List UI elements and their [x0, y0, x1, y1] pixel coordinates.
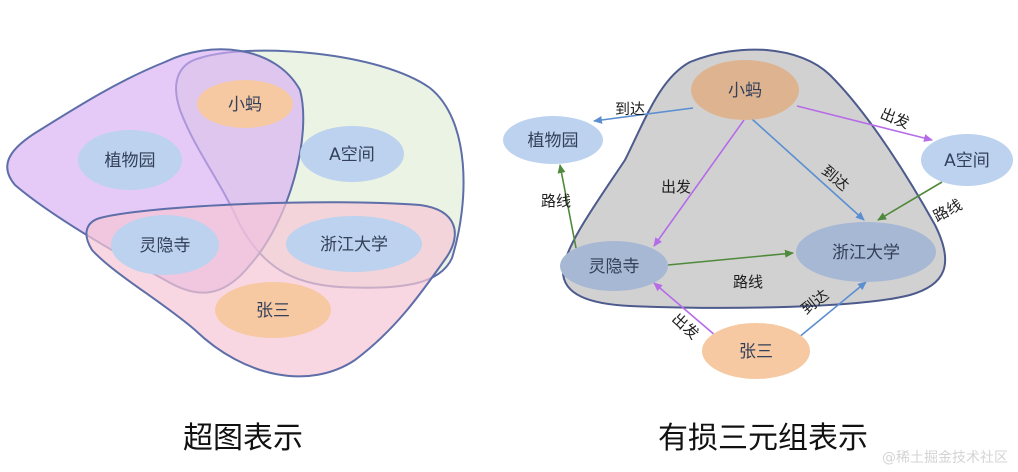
edge-xiaoma-lingyinsi [653, 119, 745, 247]
edge-label-zhangsan-lingyinsi: 出发 [668, 310, 702, 343]
edge-xiaoma-zhejiang [751, 118, 865, 221]
watermark: @稀土掘金技术社区 [882, 450, 1008, 466]
edge-label-lingyinsi-zhejiang: 路线 [733, 273, 763, 291]
tr-node-zhejiang-daxue: 浙江大学 [796, 222, 936, 282]
svg-text:植物园: 植物园 [105, 151, 156, 171]
edge-akongjian-zhejiang [877, 181, 943, 221]
tr-node-a-kongjian: A空间 [921, 134, 1013, 186]
svg-text:浙江大学: 浙江大学 [320, 235, 388, 255]
right-caption: 有损三元组表示 [658, 421, 868, 456]
tr-node-zhangsan: 张三 [702, 323, 810, 379]
hg-node-a-kongjian: A空间 [300, 126, 404, 182]
edge-label-akongjian-zhejiang: 路线 [930, 196, 965, 226]
svg-text:A空间: A空间 [329, 145, 375, 165]
left-caption: 超图表示 [183, 421, 303, 456]
svg-text:小蚂: 小蚂 [728, 81, 762, 101]
hg-node-lingyinsi: 灵隐寺 [111, 215, 219, 275]
svg-text:A空间: A空间 [944, 151, 990, 171]
tr-node-lingyinsi: 灵隐寺 [560, 241, 668, 291]
edge-lingyinsi-zhiwuyuan [557, 164, 577, 249]
edge-label-lingyinsi-zhiwuyuan: 路线 [541, 192, 571, 210]
tr-node-zhiwuyuan: 植物园 [503, 116, 603, 164]
edge-zhangsan-lingyinsi [653, 282, 717, 337]
svg-text:灵隐寺: 灵隐寺 [589, 257, 640, 277]
edge-xiaoma-zhiwuyuan [593, 107, 694, 124]
svg-text:灵隐寺: 灵隐寺 [140, 236, 191, 256]
svg-text:小蚂: 小蚂 [228, 95, 262, 115]
hypergraph-panel: 小蚂 植物园 A空间 灵隐寺 浙江大学 张三 超图表示 [6, 48, 465, 456]
hg-node-zhejiang-daxue: 浙江大学 [286, 216, 422, 272]
svg-text:浙江大学: 浙江大学 [832, 243, 900, 263]
edge-label-xiaoma-lingyinsi: 出发 [661, 178, 691, 196]
svg-text:张三: 张三 [739, 342, 773, 362]
edge-zhangsan-zhejiang [797, 281, 867, 339]
edge-xiaoma-akongjian [796, 105, 933, 142]
edge-label-xiaoma-zhiwuyuan: 到达 [615, 100, 645, 118]
edge-lingyinsi-zhejiang [667, 249, 794, 266]
tr-node-xiaoma: 小蚂 [691, 60, 799, 120]
hg-node-xiaoma: 小蚂 [197, 80, 293, 128]
triples-panel: 到达 出发 出发 到达 路线 路线 路线 出发 到达 小蚂 植物园 A空间 灵隐… [503, 48, 1013, 456]
hg-node-zhangsan: 张三 [215, 282, 331, 338]
svg-text:植物园: 植物园 [528, 131, 579, 151]
svg-text:张三: 张三 [256, 301, 290, 321]
hg-node-zhiwuyuan: 植物园 [78, 130, 182, 190]
